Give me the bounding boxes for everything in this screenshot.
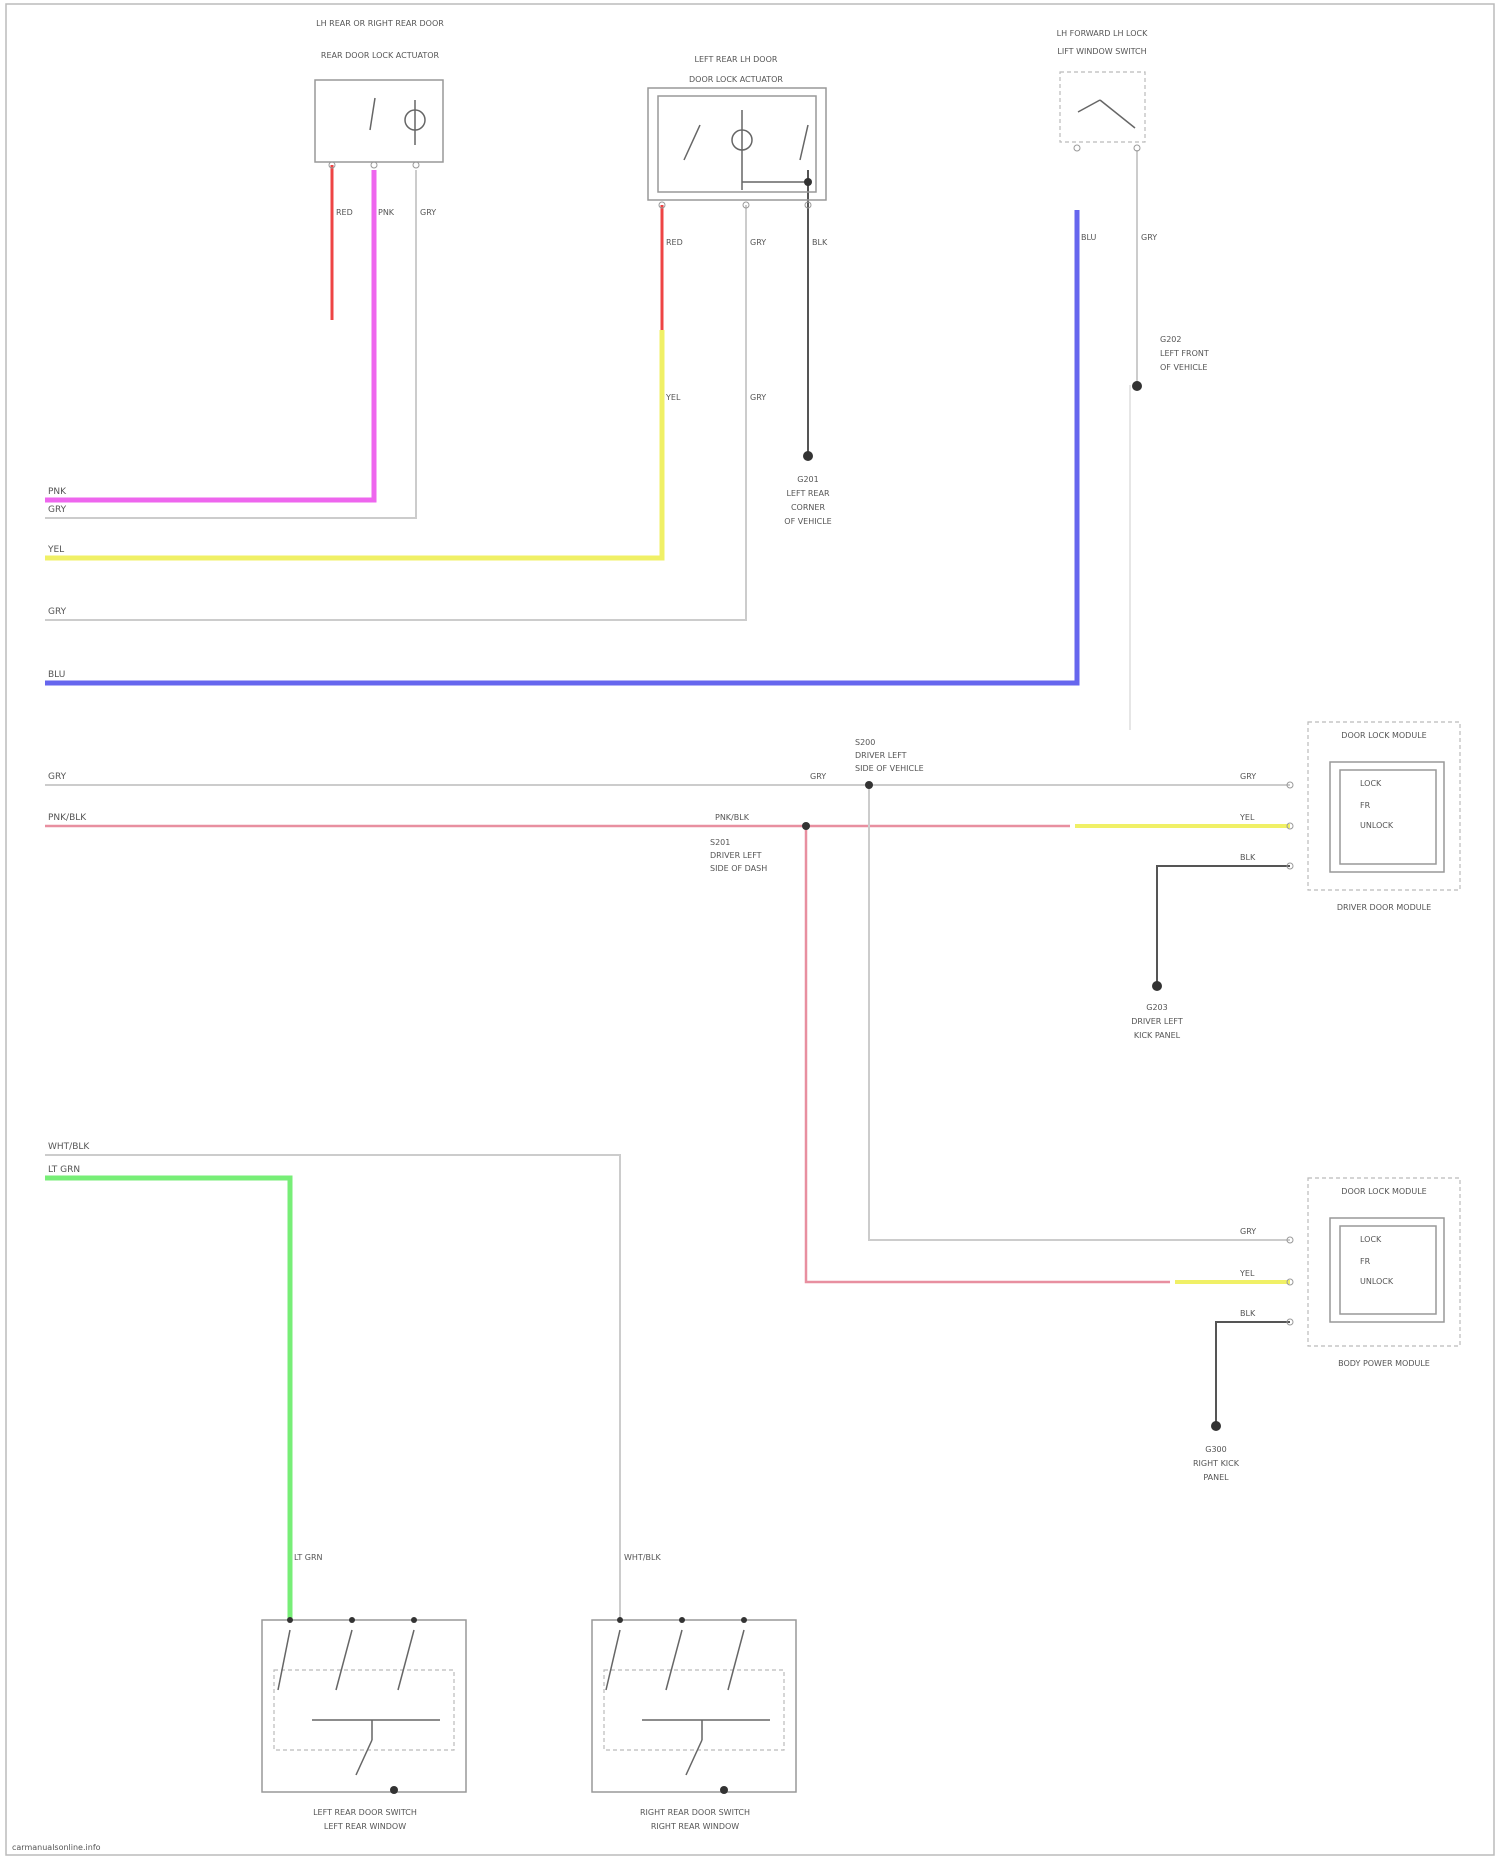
connector-marks xyxy=(329,145,1293,1325)
wire-label: GRY xyxy=(1240,772,1256,781)
footer-text: carmanualsonline.info xyxy=(12,1843,101,1852)
wire-label: PNK/BLK xyxy=(715,813,750,822)
wire-label: YEL xyxy=(1239,813,1255,822)
ground-g3: G203 DRIVER LEFT KICK PANEL xyxy=(1131,981,1183,1040)
g1-line-2: CORNER xyxy=(791,503,825,512)
ground-g4: G300 RIGHT KICK PANEL xyxy=(1193,1421,1240,1482)
front-module-line-2: FR xyxy=(1360,801,1371,810)
g2-line-2: OF VEHICLE xyxy=(1160,363,1207,372)
liftgate-switch: LH FORWARD LH LOCK LIFT WINDOW SWITCH xyxy=(1057,29,1148,142)
g1-line-3: OF VEHICLE xyxy=(784,517,831,526)
blue-wire xyxy=(45,210,1077,683)
page-border xyxy=(6,4,1494,1855)
left-wire-label: GRY xyxy=(48,505,67,515)
left-wire-label: BLU xyxy=(48,670,65,680)
left-wire-label: WHT/BLK xyxy=(48,1142,90,1152)
rear-module-caption: BODY POWER MODULE xyxy=(1338,1359,1430,1368)
s2-line-1: DRIVER LEFT xyxy=(710,851,762,860)
wire-label: GRY xyxy=(750,238,766,247)
left-switch-caption-1: LEFT REAR DOOR SWITCH xyxy=(313,1808,417,1817)
rear-module-line-3: UNLOCK xyxy=(1360,1277,1394,1286)
wire-label: BLU xyxy=(1081,233,1097,242)
g4-line-1: RIGHT KICK xyxy=(1193,1459,1240,1468)
ground-g1: G201 LEFT REAR CORNER OF VEHICLE xyxy=(784,451,831,526)
wire-label: BLK xyxy=(1240,853,1256,862)
left-wire-label: GRY xyxy=(48,607,67,617)
left-wire-label: PNK xyxy=(48,487,67,497)
rr-lock-actuator: LH REAR OR RIGHT REAR DOOR REAR DOOR LOC… xyxy=(315,19,444,162)
right-switch-caption-2: RIGHT REAR WINDOW xyxy=(651,1822,739,1831)
grey-wire-a xyxy=(45,170,416,518)
inline-wire-labels: RED PNK GRY RED GRY BLK YEL GRY BLU GRY … xyxy=(294,208,1256,1562)
door-lock-module-rear: DOOR LOCK MODULE LOCK FR UNLOCK BODY POW… xyxy=(1308,1178,1460,1368)
rear-module-line-2: FR xyxy=(1360,1257,1371,1266)
wire-label: GRY xyxy=(750,393,766,402)
blk-fr-wire xyxy=(1157,866,1290,985)
wire-label: BLK xyxy=(812,238,828,247)
g2-code: G202 xyxy=(1160,335,1181,344)
wire-label: GRY xyxy=(1141,233,1157,242)
liftgate-title: LH FORWARD LH LOCK xyxy=(1057,29,1148,38)
front-module-line-1: LOCK xyxy=(1360,779,1382,788)
left-switch-caption-2: LEFT REAR WINDOW xyxy=(324,1822,406,1831)
wire-label: RED xyxy=(666,238,683,247)
left-wire-label: GRY xyxy=(48,772,67,782)
wire-label: GRY xyxy=(420,208,436,217)
white-wire xyxy=(45,1155,620,1620)
g2-line-1: LEFT FRONT xyxy=(1160,349,1209,358)
g3-line-1: DRIVER LEFT xyxy=(1131,1017,1183,1026)
g4-code: G300 xyxy=(1205,1445,1226,1454)
front-module-title: DOOR LOCK MODULE xyxy=(1341,731,1426,740)
wire-label: WHT/BLK xyxy=(624,1553,661,1562)
rear-module-title: DOOR LOCK MODULE xyxy=(1341,1187,1426,1196)
splice-s2: S201 DRIVER LEFT SIDE OF DASH xyxy=(710,822,810,873)
left-rear-window-switch: LEFT REAR DOOR SWITCH LEFT REAR WINDOW xyxy=(262,1617,466,1831)
g4-line-2: PANEL xyxy=(1203,1473,1229,1482)
front-module-caption: DRIVER DOOR MODULE xyxy=(1337,903,1431,912)
left-wire-label: LT GRN xyxy=(48,1165,80,1175)
wire-label: GRY xyxy=(810,772,826,781)
ground-g2: G202 LEFT FRONT OF VEHICLE xyxy=(1132,335,1209,391)
rr-actuator-subtitle: REAR DOOR LOCK ACTUATOR xyxy=(321,51,440,60)
rear-module-line-1: LOCK xyxy=(1360,1235,1382,1244)
wire-label: GRY xyxy=(1240,1227,1256,1236)
s1-line-1: DRIVER LEFT xyxy=(855,751,907,760)
g3-line-2: KICK PANEL xyxy=(1134,1031,1181,1040)
splice-s1: S200 DRIVER LEFT SIDE OF VEHICLE xyxy=(855,738,924,789)
left-wire-label: YEL xyxy=(47,545,64,555)
right-rear-window-switch: RIGHT REAR DOOR SWITCH RIGHT REAR WINDOW xyxy=(592,1617,796,1831)
s2-code: S201 xyxy=(710,838,730,847)
lr-lock-actuator: LEFT REAR LH DOOR DOOR LOCK ACTUATOR xyxy=(648,55,826,200)
wire-label: YEL xyxy=(665,393,681,402)
g1-line-1: LEFT REAR xyxy=(786,489,829,498)
wire-label: LT GRN xyxy=(294,1553,323,1562)
g1-code: G201 xyxy=(797,475,818,484)
liftgate-subtitle: LIFT WINDOW SWITCH xyxy=(1057,47,1146,56)
green-wire xyxy=(45,1178,290,1620)
right-switch-caption-1: RIGHT REAR DOOR SWITCH xyxy=(640,1808,750,1817)
blk-rr-wire xyxy=(1216,1322,1290,1425)
wire-label: PNK xyxy=(378,208,395,217)
yellow-wire xyxy=(45,330,662,558)
s2-line-2: SIDE OF DASH xyxy=(710,864,767,873)
door-lock-module-front: DOOR LOCK MODULE LOCK FR UNLOCK DRIVER D… xyxy=(1308,722,1460,912)
rr-actuator-title: LH REAR OR RIGHT REAR DOOR xyxy=(316,19,444,28)
s1-code: S200 xyxy=(855,738,875,747)
front-module-line-3: UNLOCK xyxy=(1360,821,1394,830)
lr-actuator-subtitle: DOOR LOCK ACTUATOR xyxy=(689,75,783,84)
left-wire-label: PNK/BLK xyxy=(48,813,87,823)
wire-label: RED xyxy=(336,208,353,217)
pink-wire xyxy=(45,170,374,500)
pnkblk-rear-wire xyxy=(806,826,1170,1282)
left-wire-labels: PNK GRY YEL GRY BLU GRY PNK/BLK WHT/BLK … xyxy=(47,487,90,1175)
g3-code: G203 xyxy=(1146,1003,1167,1012)
grey-rear-wire xyxy=(869,785,1290,1240)
wire-label: BLK xyxy=(1240,1309,1256,1318)
s1-line-2: SIDE OF VEHICLE xyxy=(855,764,924,773)
lr-actuator-title: LEFT REAR LH DOOR xyxy=(695,55,778,64)
wire-label: YEL xyxy=(1239,1269,1255,1278)
